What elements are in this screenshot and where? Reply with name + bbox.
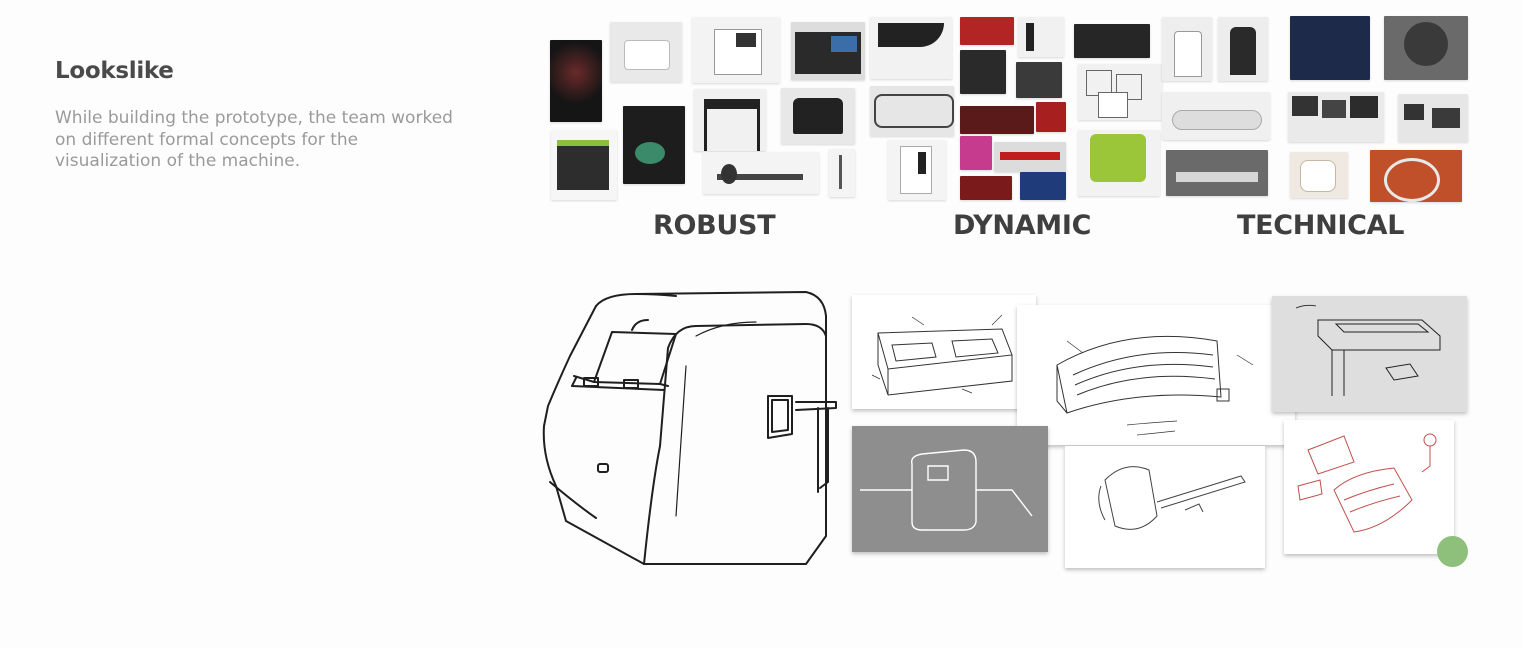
moodboard-image (960, 106, 1034, 134)
moodboard-image (1288, 92, 1384, 142)
sketch-sheet (852, 295, 1036, 409)
sketch-sheet (1284, 420, 1454, 554)
moodboard-image (888, 140, 946, 200)
moodboard-image (1384, 16, 1468, 80)
moodboard-image (870, 17, 952, 79)
moodboard-image (829, 149, 855, 197)
moodboard-image (1370, 150, 1462, 202)
moodboard-image (1078, 64, 1162, 120)
sketch-sheet (1065, 446, 1265, 568)
moodboard-image (1074, 24, 1150, 58)
moodboard-image (1036, 102, 1066, 132)
moodboard-image (781, 88, 855, 144)
moodboard-image (960, 176, 1012, 200)
moodboard-image (960, 50, 1006, 94)
moodboard-image (703, 152, 819, 194)
moodboard-image (694, 89, 766, 151)
moodboard-label-dynamic: DYNAMIC (953, 210, 1092, 241)
sketch-sheet (1017, 305, 1295, 445)
sketch-sheet (852, 426, 1048, 552)
moodboard-image (551, 130, 617, 200)
moodboard-image (1016, 62, 1062, 98)
moodboard-collage (548, 14, 1470, 206)
section-description: While building the prototype, the team w… (55, 108, 453, 171)
moodboard-image (1218, 17, 1268, 81)
moodboard-image (692, 17, 780, 83)
moodboard-image (791, 22, 865, 80)
moodboard-image (870, 86, 954, 136)
moodboard-image (1162, 92, 1270, 140)
moodboard-image (1166, 150, 1268, 196)
machine-sketch (542, 291, 837, 565)
moodboard-image (960, 136, 992, 170)
moodboard-image (1078, 130, 1160, 196)
moodboard-image (550, 40, 602, 122)
moodboard-image (623, 106, 685, 184)
moodboard-image (610, 22, 682, 82)
moodboard-image (1018, 17, 1064, 57)
moodboard-image (1290, 152, 1348, 198)
sketch-sheet (1272, 296, 1467, 412)
moodboard-image (960, 17, 1014, 45)
section-title: Lookslike (55, 58, 174, 84)
accent-dot (1437, 536, 1468, 567)
moodboard-label-robust: ROBUST (653, 210, 776, 241)
moodboard-image (1162, 17, 1212, 81)
moodboard-image (994, 142, 1066, 172)
moodboard-image (1398, 94, 1468, 142)
moodboard-label-technical: TECHNICAL (1237, 210, 1405, 241)
moodboard-image (1020, 172, 1066, 200)
moodboard-image (1290, 16, 1370, 80)
